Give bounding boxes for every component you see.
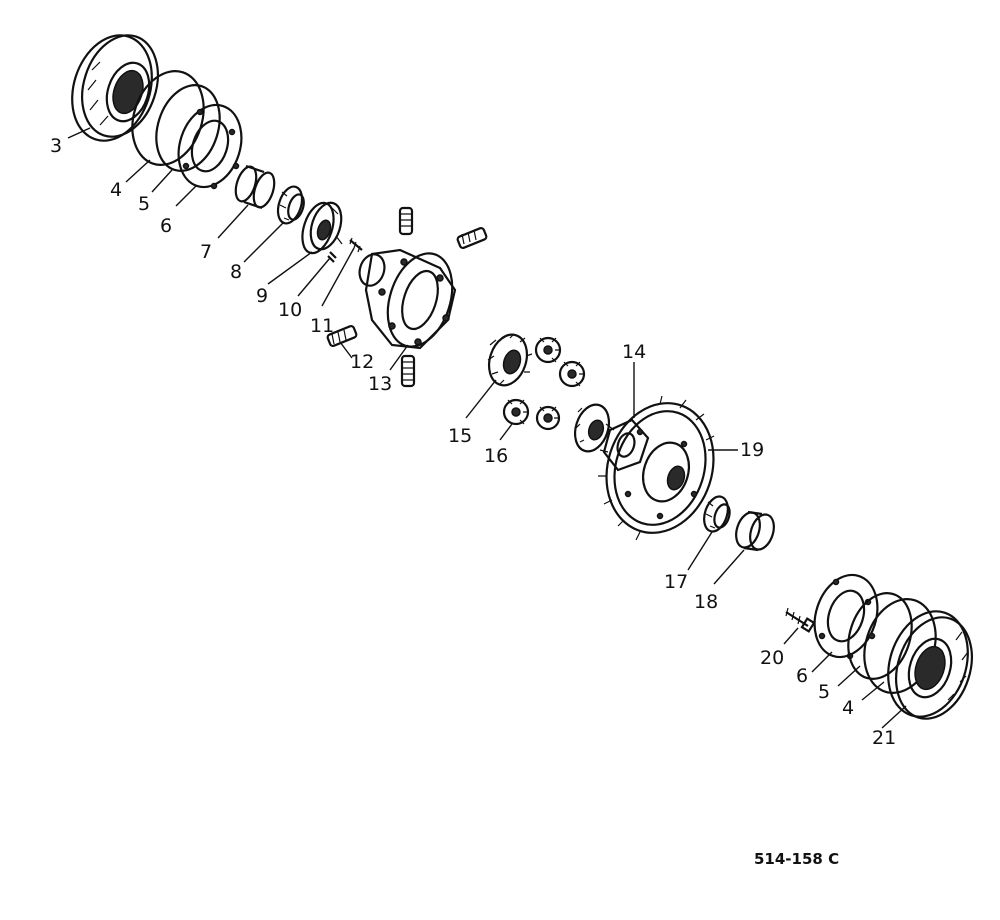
callout-10: 10: [278, 299, 302, 321]
part-5-o-ring-left: [155, 84, 221, 172]
leader-15: [465, 379, 497, 419]
callout-21: 21: [872, 727, 896, 749]
callout-16: 16: [484, 445, 508, 467]
part-21-bearing-housing: [887, 610, 973, 720]
leader-11: [321, 247, 355, 307]
callout-13: 13: [368, 373, 392, 395]
callout-3: 3: [50, 135, 62, 157]
part-8-roller-bearing: [276, 185, 305, 225]
leader-6b: [811, 651, 833, 673]
callout-17: 17: [664, 571, 688, 593]
leader-6a: [175, 185, 197, 207]
part-12-cross-pin: [326, 324, 358, 348]
pinion-gear-upper-2: [558, 360, 586, 388]
part-19-crown-wheel: [598, 395, 715, 541]
callout-5a: 5: [138, 193, 150, 215]
part-7-bearing-cup: [234, 164, 276, 210]
leader-20: [783, 627, 799, 645]
callout-4b: 4: [842, 697, 854, 719]
callout-14: 14: [622, 341, 646, 363]
drawing-code: 514-158 C: [754, 850, 839, 868]
callout-6b: 6: [796, 665, 808, 687]
part-3-bearing-housing: [71, 34, 159, 142]
callout-20: 20: [760, 647, 784, 669]
leader-18: [713, 549, 745, 585]
leader-5a: [151, 169, 173, 193]
part-16-pinion-gear: [502, 398, 530, 426]
pinion-gear-upper-1: [534, 336, 562, 364]
cross-pin-top: [398, 206, 414, 236]
callout-6a: 6: [160, 215, 172, 237]
side-gear-right: [573, 403, 611, 453]
leader-4b: [861, 681, 885, 701]
callout-19: 19: [740, 439, 764, 461]
part-6-shim-plate-left: [177, 103, 243, 190]
cross-pin-bottom: [400, 354, 416, 388]
part-17-roller-bearing: [703, 495, 731, 533]
part-5-o-ring-right: [847, 592, 913, 680]
leader-21: [881, 705, 907, 729]
leader-5b: [837, 665, 861, 687]
part-18-bearing-cup: [735, 510, 775, 552]
callout-8: 8: [230, 261, 242, 283]
part-20-bolt: [785, 607, 816, 633]
leader-7: [217, 204, 249, 239]
part-15-side-gear: [487, 333, 533, 387]
part-10-bolt: [327, 251, 337, 263]
leader-9: [267, 251, 313, 285]
leader-8: [243, 221, 285, 263]
part-11-spring-pin: [349, 237, 363, 253]
callout-12: 12: [350, 351, 374, 373]
pinion-gear-lower: [535, 405, 561, 431]
callout-18: 18: [694, 591, 718, 613]
callout-11: 11: [310, 315, 334, 337]
leader-16: [499, 423, 513, 441]
part-6-shim-plate-right: [813, 573, 879, 660]
callout-4a: 4: [110, 179, 122, 201]
part-13-differential-case: [358, 248, 457, 350]
callout-15: 15: [448, 425, 472, 447]
callout-9: 9: [256, 285, 268, 307]
leader-4a: [125, 159, 151, 183]
leader-lines: [67, 127, 907, 729]
leader-13: [389, 344, 409, 371]
leader-3: [67, 127, 91, 139]
cross-pin-right: [456, 226, 488, 250]
callout-5b: 5: [818, 681, 830, 703]
leader-10: [297, 257, 331, 297]
callout-labels: 3 4 5 6 7 8 9 10 11 12 13 14 15 16 17 18…: [50, 135, 896, 749]
leader-17: [687, 531, 713, 571]
leader-12: [339, 341, 353, 359]
callout-7: 7: [200, 241, 212, 263]
